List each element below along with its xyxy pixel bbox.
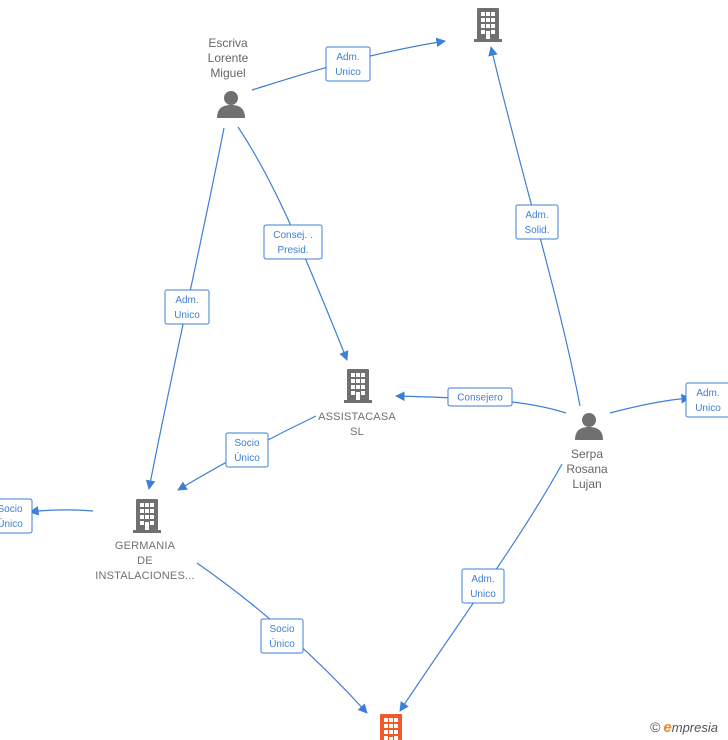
edge-label-box	[447, 387, 513, 407]
edge-label-line: Adm.	[175, 295, 198, 306]
edge-label-e5[interactable]: Consejero	[447, 387, 513, 407]
edge-label-line: Adm.	[696, 388, 719, 399]
node-label-line: GERMANIA	[115, 540, 176, 552]
building-icon	[377, 714, 405, 740]
node-label-line: INSTALACIONES...	[95, 570, 195, 582]
node-label-line: Lorente	[208, 51, 249, 65]
node-label-line: Serpa	[571, 447, 603, 461]
edge-label-line: Unico	[174, 310, 200, 321]
edge-label-box	[260, 618, 304, 654]
edge-label-line: Unico	[335, 67, 361, 78]
edge-label-line: Único	[269, 637, 295, 650]
node-assistacasa[interactable]: ASSISTACASA SL	[318, 369, 396, 438]
edge-label-line: Solid.	[524, 225, 549, 236]
edge-label-line: Socio	[269, 624, 294, 635]
edge-label-box	[461, 568, 505, 604]
building-icon	[133, 499, 161, 533]
edge-label-box	[164, 289, 210, 325]
edge-line-e6	[609, 393, 691, 414]
node-target_company[interactable]	[377, 714, 405, 740]
edge-label-line: Consej. .	[273, 230, 312, 241]
node-label-line: Lujan	[572, 477, 601, 491]
person-icon	[217, 91, 245, 118]
edge-label-e6[interactable]: Adm. Unico	[685, 382, 728, 418]
edge-label-line: Unico	[470, 589, 496, 600]
edge-line-e8	[29, 506, 94, 516]
brand-watermark: ©empresia	[650, 719, 718, 736]
edge-label-line: Adm.	[471, 574, 494, 585]
edge-label-box	[0, 498, 33, 534]
building-icon	[344, 369, 372, 403]
edge-label-line: Socio	[234, 438, 259, 449]
edge-label-line: Presid.	[277, 245, 308, 256]
edge-label-e1[interactable]: Adm. Unico	[325, 46, 371, 82]
node-label-line: ASSISTACASA	[318, 411, 396, 423]
node-label-line: Escriva	[208, 36, 248, 50]
edge-label-line: Adm.	[525, 210, 548, 221]
edge-label-e9[interactable]: Adm. Unico	[461, 568, 505, 604]
edge-label-box	[325, 46, 371, 82]
edge-line-e2	[237, 126, 349, 361]
node-label-line: Miguel	[210, 66, 245, 80]
edge-label-e2[interactable]: Consej. . Presid.	[263, 224, 323, 260]
edge-label-line: Unico	[695, 403, 721, 414]
edge-label-line: Único	[0, 517, 23, 530]
node-label-line: DE	[137, 555, 153, 567]
node-top_company[interactable]	[474, 8, 502, 42]
edge-label-box	[685, 382, 728, 418]
edge-label-line: Único	[234, 451, 260, 464]
node-germania[interactable]: GERMANIA DE INSTALACIONES...	[95, 499, 195, 582]
edge-label-box	[263, 224, 323, 260]
edge-label-box	[225, 432, 269, 468]
edge-label-line: Socio	[0, 504, 23, 515]
person-icon	[575, 413, 603, 440]
copyright-symbol: ©	[650, 719, 661, 735]
node-label-line: Rosana	[566, 462, 608, 476]
building-icon	[474, 8, 502, 42]
brand-logo-letter: e	[663, 719, 672, 736]
node-label-line: SL	[350, 426, 364, 438]
edge-label-box	[515, 204, 559, 240]
edge-label-e4[interactable]: Adm. Solid.	[515, 204, 559, 240]
edge-label-line: Consejero	[457, 393, 503, 404]
edge-label-line: Adm.	[336, 52, 359, 63]
brand-logo-text: mpresia	[671, 720, 718, 735]
edge-label-e3[interactable]: Adm. Unico	[164, 289, 210, 325]
